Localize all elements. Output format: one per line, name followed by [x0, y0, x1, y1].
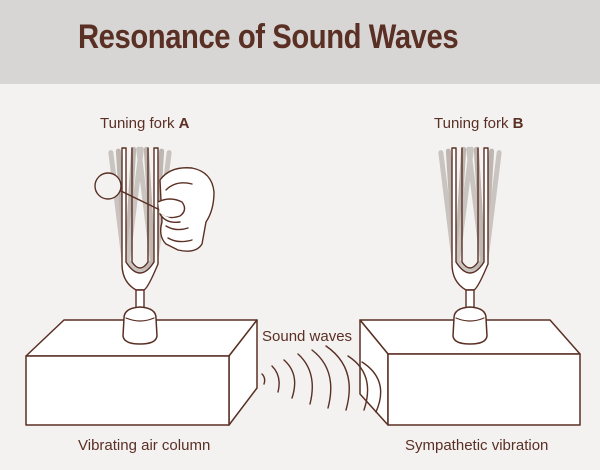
caption-vibrating-air-column: Vibrating air column	[78, 437, 211, 454]
page-title: Resonance of Sound Waves	[78, 18, 459, 56]
fork-a-stem	[135, 289, 145, 309]
label-tuning-fork-b-prefix: Tuning fork	[434, 115, 513, 132]
fork-a-base	[122, 306, 158, 345]
box-left-front	[25, 355, 230, 426]
tuning-fork-b-shadows	[438, 146, 502, 275]
box-right-front	[387, 353, 581, 426]
label-tuning-fork-b: Tuning fork B	[434, 115, 524, 132]
label-tuning-fork-a: Tuning fork A	[100, 115, 190, 132]
hand-icon	[157, 167, 215, 252]
fork-b-stem	[465, 289, 475, 309]
fork-b-base	[452, 306, 488, 345]
sound-waves	[261, 345, 382, 413]
mallet-icon	[94, 172, 161, 211]
tuning-fork-b	[451, 147, 489, 345]
caption-sympathetic-vibration: Sympathetic vibration	[405, 437, 549, 454]
label-sound-waves: Sound waves	[262, 328, 353, 345]
tuning-fork-a	[121, 147, 159, 345]
resonance-box-left	[25, 319, 258, 426]
label-tuning-fork-a-letter: A	[178, 115, 190, 132]
label-tuning-fork-a-prefix: Tuning fork	[100, 115, 179, 132]
label-tuning-fork-b-letter: B	[512, 115, 524, 132]
title-banner	[0, 0, 600, 84]
